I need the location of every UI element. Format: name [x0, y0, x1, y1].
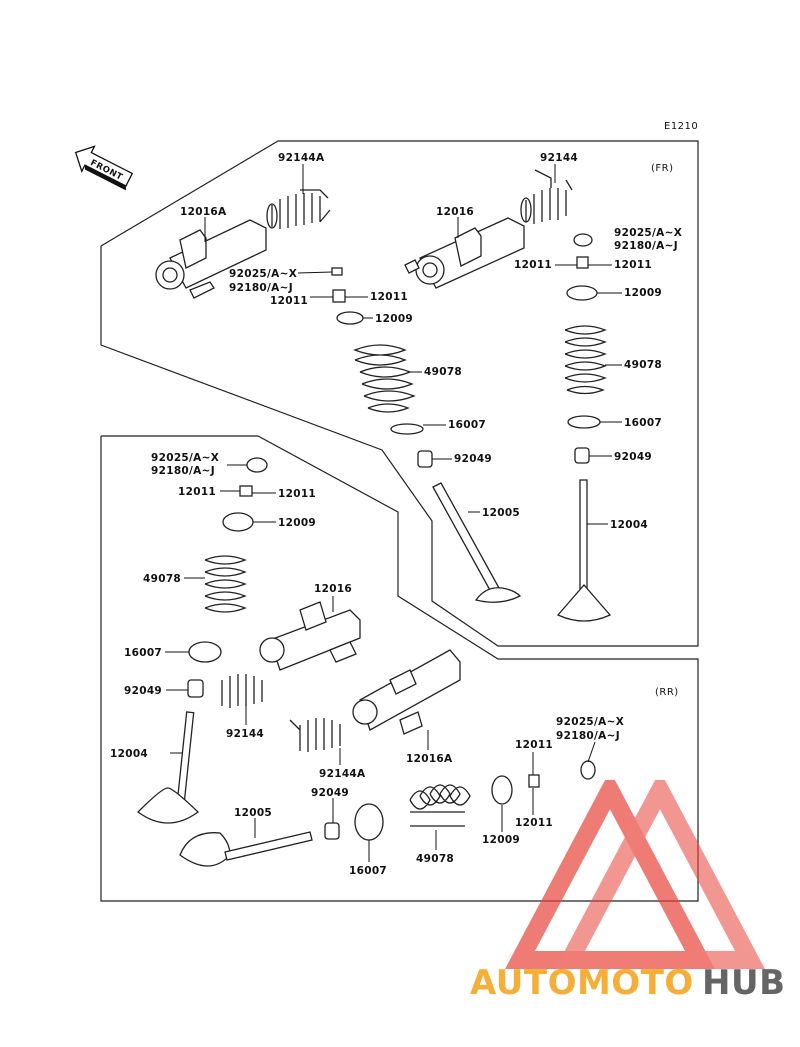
rr-valve-spring-bottom: [409, 784, 471, 827]
fr-torsion-spring-right: [520, 169, 573, 224]
rr-shim-right: [580, 760, 596, 780]
rr-spring-retainer-bottom: [491, 775, 513, 805]
front-arrow-icon: FRONT: [74, 145, 134, 191]
rr-valve-keeper-bottom: [528, 774, 540, 788]
watermark-logo: AUTOMOTO HUB: [470, 780, 785, 1003]
label-fr-12011-left-a: 12011: [270, 295, 308, 307]
label-fr-12004: 12004: [610, 519, 648, 531]
fr-retainer-cotter-left: [331, 267, 343, 276]
label-rr-12011-bottom-b: 12011: [515, 817, 553, 829]
rr-valve-seal-ring-left: [188, 641, 222, 663]
rr-valve-keeper-left: [239, 485, 253, 497]
label-fr-12011-right-b: 12011: [614, 259, 652, 271]
label-rr-49078-left: 49078: [143, 573, 181, 585]
fr-valve-spring-left: [353, 344, 416, 413]
rr-valve-spring-left: [204, 555, 247, 613]
label-rr-12009-left: 12009: [278, 517, 316, 529]
fr-section-frame: [100, 140, 699, 647]
label-rr-12011-left-a: 12011: [178, 486, 216, 498]
label-rr-12016: 12016: [314, 583, 352, 595]
label-fr-12009-right: 12009: [624, 287, 662, 299]
label-rr-92025-right: 92025/A~X: [556, 716, 624, 728]
label-rr-92180-left: 92180/A~J: [151, 465, 215, 477]
label-fr-12016A: 12016A: [180, 206, 227, 218]
rr-valve-seal-ring-bottom: [354, 803, 384, 841]
rr-rocker-arm-top: [259, 601, 361, 671]
label-rr-92049-bottom: 92049: [311, 787, 349, 799]
label-rr-92180-right: 92180/A~J: [556, 730, 620, 742]
leader-lines: [165, 164, 622, 862]
fr-spring-retainer-left: [336, 311, 364, 325]
label-fr-12016: 12016: [436, 206, 474, 218]
rr-stem-seal-left: [187, 679, 204, 698]
fr-valve-seal-left-ring: [390, 423, 424, 435]
fr-valve-seal-right-ring: [567, 415, 601, 429]
label-fr-92144A: 92144A: [278, 152, 325, 164]
watermark-text-automoto: AUTOMOTO: [470, 963, 694, 1003]
label-fr-49078-right: 49078: [624, 359, 662, 371]
fr-rocker-arm-right: [404, 217, 525, 289]
fr-spring-retainer-right: [566, 285, 598, 301]
label-fr-92144: 92144: [540, 152, 578, 164]
label-fr-12011-right-a: 12011: [514, 259, 552, 271]
rr-intake-valve: [137, 711, 200, 824]
rr-rocker-arm-bottom: [352, 649, 461, 735]
fr-stem-seal-left: [417, 450, 433, 468]
rr-section-label: (RR): [655, 687, 679, 698]
rr-spring-retainer-left: [222, 512, 254, 532]
diagram-code: E1210: [664, 121, 698, 132]
label-rr-12004: 12004: [110, 748, 148, 760]
label-fr-49078-left: 49078: [424, 366, 462, 378]
label-fr-12011-left-b: 12011: [370, 291, 408, 303]
label-rr-92025-left: 92025/A~X: [151, 452, 219, 464]
triangle-logo-icon: [505, 780, 765, 969]
label-rr-92049-left: 92049: [124, 685, 162, 697]
label-rr-16007-bottom: 16007: [349, 865, 387, 877]
label-rr-12005: 12005: [234, 807, 272, 819]
rr-exhaust-valve: [179, 831, 313, 867]
label-rr-16007-left: 16007: [124, 647, 162, 659]
fr-exhaust-valve: [432, 482, 522, 603]
label-rr-12011-left-b: 12011: [278, 488, 316, 500]
fr-valve-keeper-left: [332, 289, 346, 303]
label-rr-12016A: 12016A: [406, 753, 453, 765]
fr-valve-spring-right: [564, 325, 607, 395]
label-rr-49078-bottom: 49078: [416, 853, 454, 865]
label-fr-16007-left: 16007: [448, 419, 486, 431]
fr-shim-right: [573, 233, 593, 247]
fr-intake-valve: [556, 479, 612, 622]
rr-torsion-spring-left: [221, 674, 263, 708]
label-rr-12009-bottom: 12009: [482, 834, 520, 846]
label-fr-92180-right: 92180/A~J: [614, 240, 678, 252]
label-fr-92180-left: 92180/A~J: [229, 282, 293, 294]
fr-valve-keeper-right: [576, 256, 589, 269]
fr-stem-seal-right: [574, 447, 590, 464]
rr-section-frame: [100, 435, 699, 902]
fr-section-label: (FR): [651, 163, 674, 174]
label-fr-92049-left: 92049: [454, 453, 492, 465]
fr-rocker-arm-left: [155, 219, 267, 299]
label-fr-92025-left: 92025/A~X: [229, 268, 297, 280]
label-rr-92144A: 92144A: [319, 768, 366, 780]
label-fr-92025-right: 92025/A~X: [614, 227, 682, 239]
watermark-text-hub: HUB: [702, 963, 785, 1003]
fr-torsion-spring-left: [266, 189, 331, 229]
label-fr-12009-left: 12009: [375, 313, 413, 325]
part-labels: 92144A 12016A 92025/A~X 92180/A~J 12011 …: [110, 152, 682, 877]
label-fr-16007-right: 16007: [624, 417, 662, 429]
label-rr-12011-bottom-a: 12011: [515, 739, 553, 751]
label-rr-92144: 92144: [226, 728, 264, 740]
label-fr-92049-right: 92049: [614, 451, 652, 463]
label-fr-12005: 12005: [482, 507, 520, 519]
rr-stem-seal-bottom: [324, 822, 340, 840]
rr-torsion-spring-right: [289, 718, 341, 752]
rr-shim-left: [246, 457, 268, 473]
